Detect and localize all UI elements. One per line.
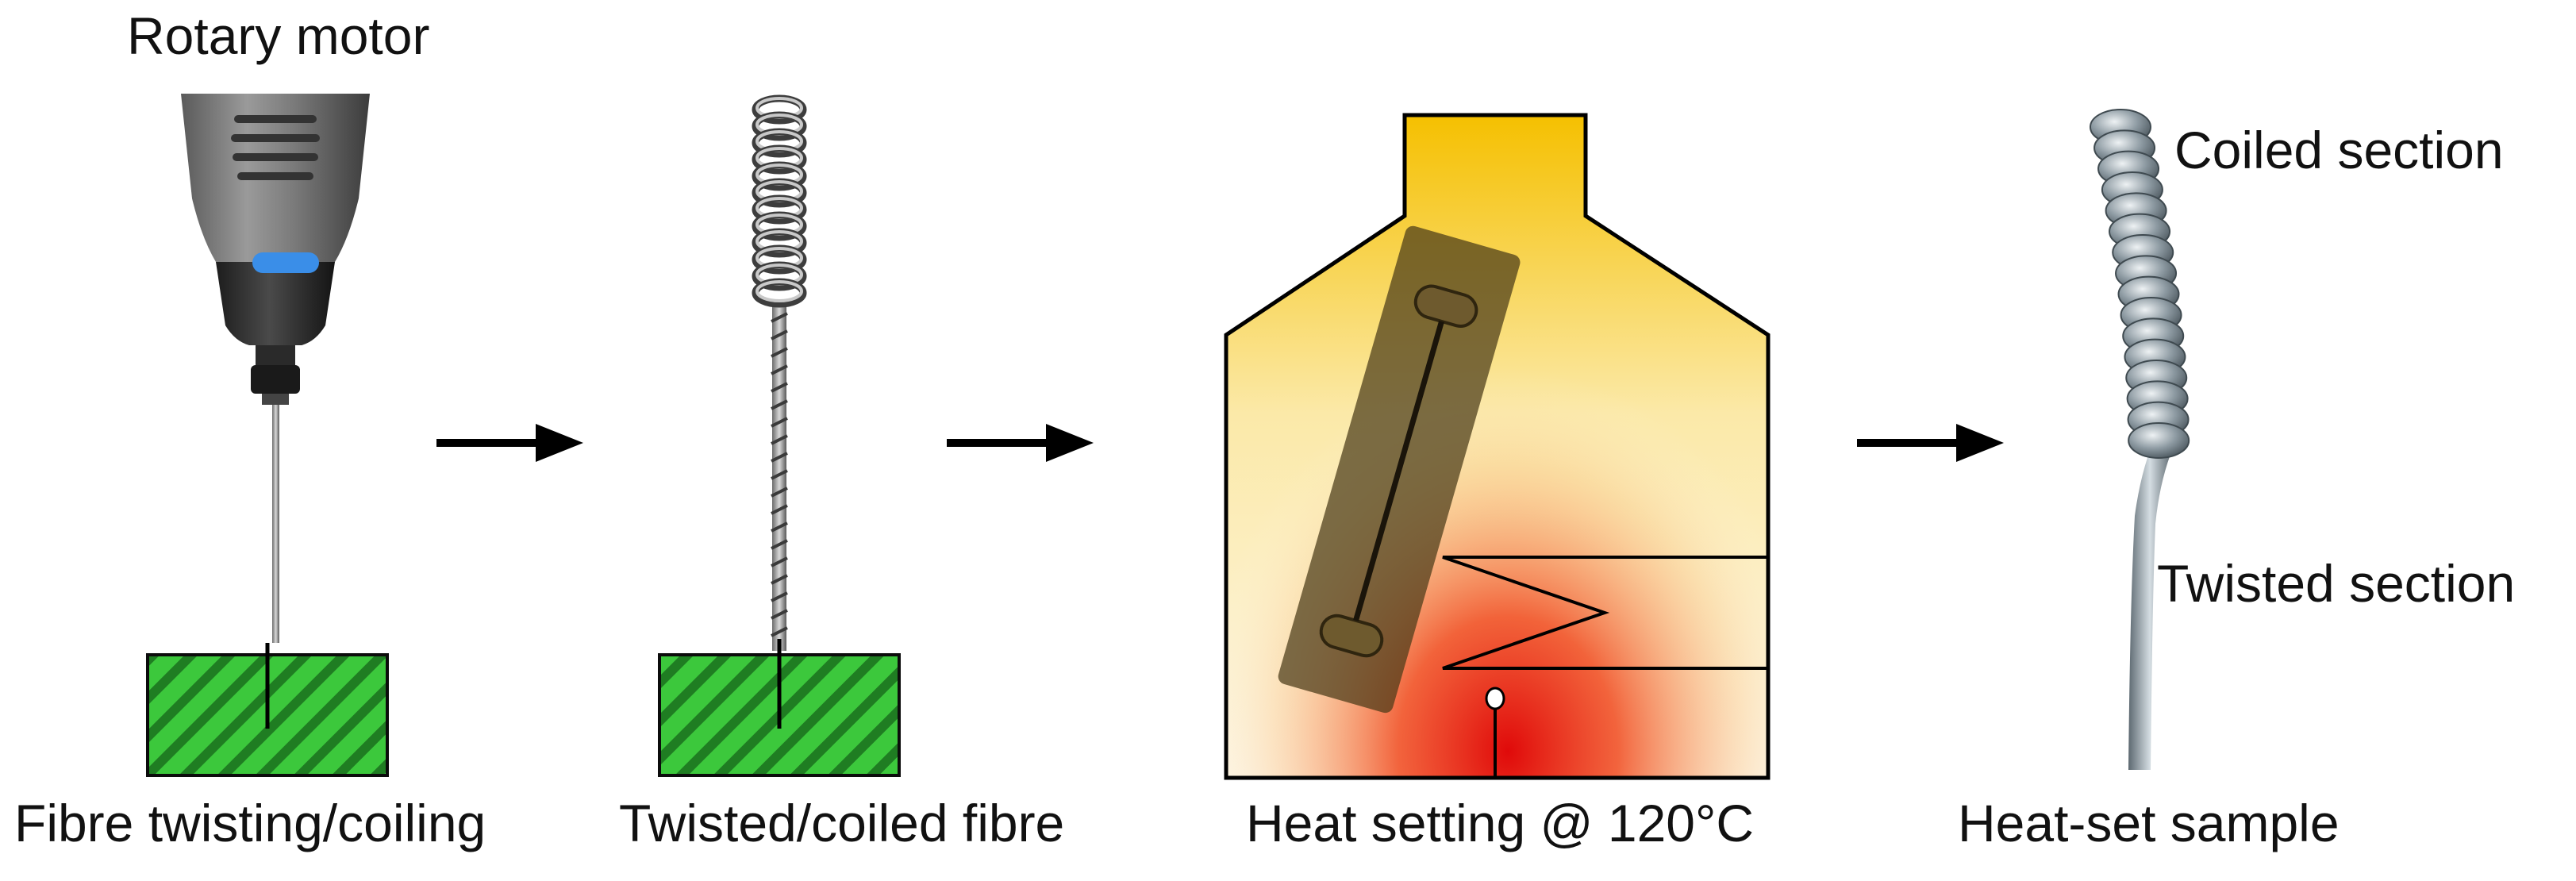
twist-mark xyxy=(771,626,788,637)
twist-mark xyxy=(771,469,788,480)
motor-button-icon xyxy=(252,252,319,273)
coil-bead xyxy=(2128,422,2190,459)
fibre-clamp xyxy=(146,643,389,777)
twist-mark xyxy=(771,609,788,620)
twist-mark xyxy=(771,574,788,585)
sample-mould xyxy=(1278,225,1521,714)
coiled-section-beads xyxy=(2090,109,2190,459)
coiled-section-label: Coiled section xyxy=(2174,121,2504,179)
right-arrow-icon xyxy=(947,424,1094,462)
twist-mark xyxy=(771,382,788,393)
twist-mark xyxy=(771,329,788,340)
step4-caption: Heat-set sample xyxy=(1958,794,2340,852)
twist-mark xyxy=(771,591,788,602)
heat-set-sample xyxy=(2090,109,2190,770)
twisted-section-label: Twisted section xyxy=(2157,554,2515,613)
twist-mark xyxy=(771,521,788,533)
twist-mark xyxy=(771,312,788,323)
twist-mark xyxy=(771,417,788,428)
fibre-clamp xyxy=(658,639,901,777)
twist-mark xyxy=(771,434,788,445)
oven-icon xyxy=(1224,113,1771,780)
coil-highlight xyxy=(755,280,803,302)
rotary-tool-icon xyxy=(181,94,370,643)
twist-mark xyxy=(771,347,788,358)
right-arrow-icon xyxy=(1857,424,2004,462)
twisted-coiled-fibre xyxy=(752,94,807,651)
twist-mark xyxy=(771,487,788,498)
step3-caption: Heat setting @ 120°C xyxy=(1246,794,1754,852)
right-arrow-icon xyxy=(436,424,583,462)
twist-mark xyxy=(771,452,788,463)
coil-loops xyxy=(752,94,807,308)
twist-mark xyxy=(771,539,788,550)
twist-mark xyxy=(771,556,788,567)
step1-caption: Fibre twisting/coiling xyxy=(14,794,486,852)
rotary-motor-label: Rotary motor xyxy=(127,6,429,65)
twist-mark xyxy=(771,399,788,410)
twist-mark xyxy=(771,504,788,515)
heating-coil-icon xyxy=(1442,556,1768,778)
twist-mark xyxy=(771,364,788,375)
step2-caption: Twisted/coiled fibre xyxy=(619,794,1064,852)
